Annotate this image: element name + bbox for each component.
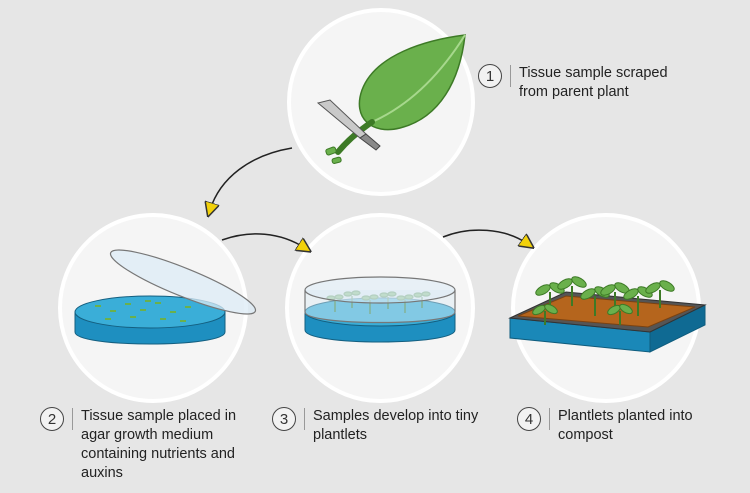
step-4-label: 4 Plantlets planted into compost — [517, 407, 693, 445]
step-1-text: Tissue sample scraped from parent plant — [519, 65, 668, 100]
step-2-label: 2 Tissue sample placed in agar growth me… — [40, 407, 236, 483]
plantlet-dish-icon — [304, 276, 456, 343]
arrow-icon — [221, 233, 305, 248]
petri-dish-icon — [74, 249, 257, 345]
step-3-number: 3 — [272, 407, 296, 431]
plantlet-icon — [532, 276, 675, 325]
step-3-label: 3 Samples develop into tiny plantlets — [272, 407, 478, 445]
arrow-icon — [210, 147, 293, 210]
step-3-text: Samples develop into tiny plantlets — [313, 408, 479, 443]
step-4-number: 4 — [517, 407, 541, 431]
arrow-icon — [442, 229, 528, 244]
step-4-text: Plantlets planted into compost — [558, 408, 693, 443]
leaf-icon — [325, 34, 466, 164]
step-2-number: 2 — [40, 407, 64, 431]
step-1-label: 1 Tissue sample scraped from parent plan… — [478, 64, 668, 102]
scalpel-icon — [316, 99, 381, 151]
step-2-text: Tissue sample placed in agar growth medi… — [81, 408, 237, 481]
step-1-number: 1 — [478, 64, 502, 88]
